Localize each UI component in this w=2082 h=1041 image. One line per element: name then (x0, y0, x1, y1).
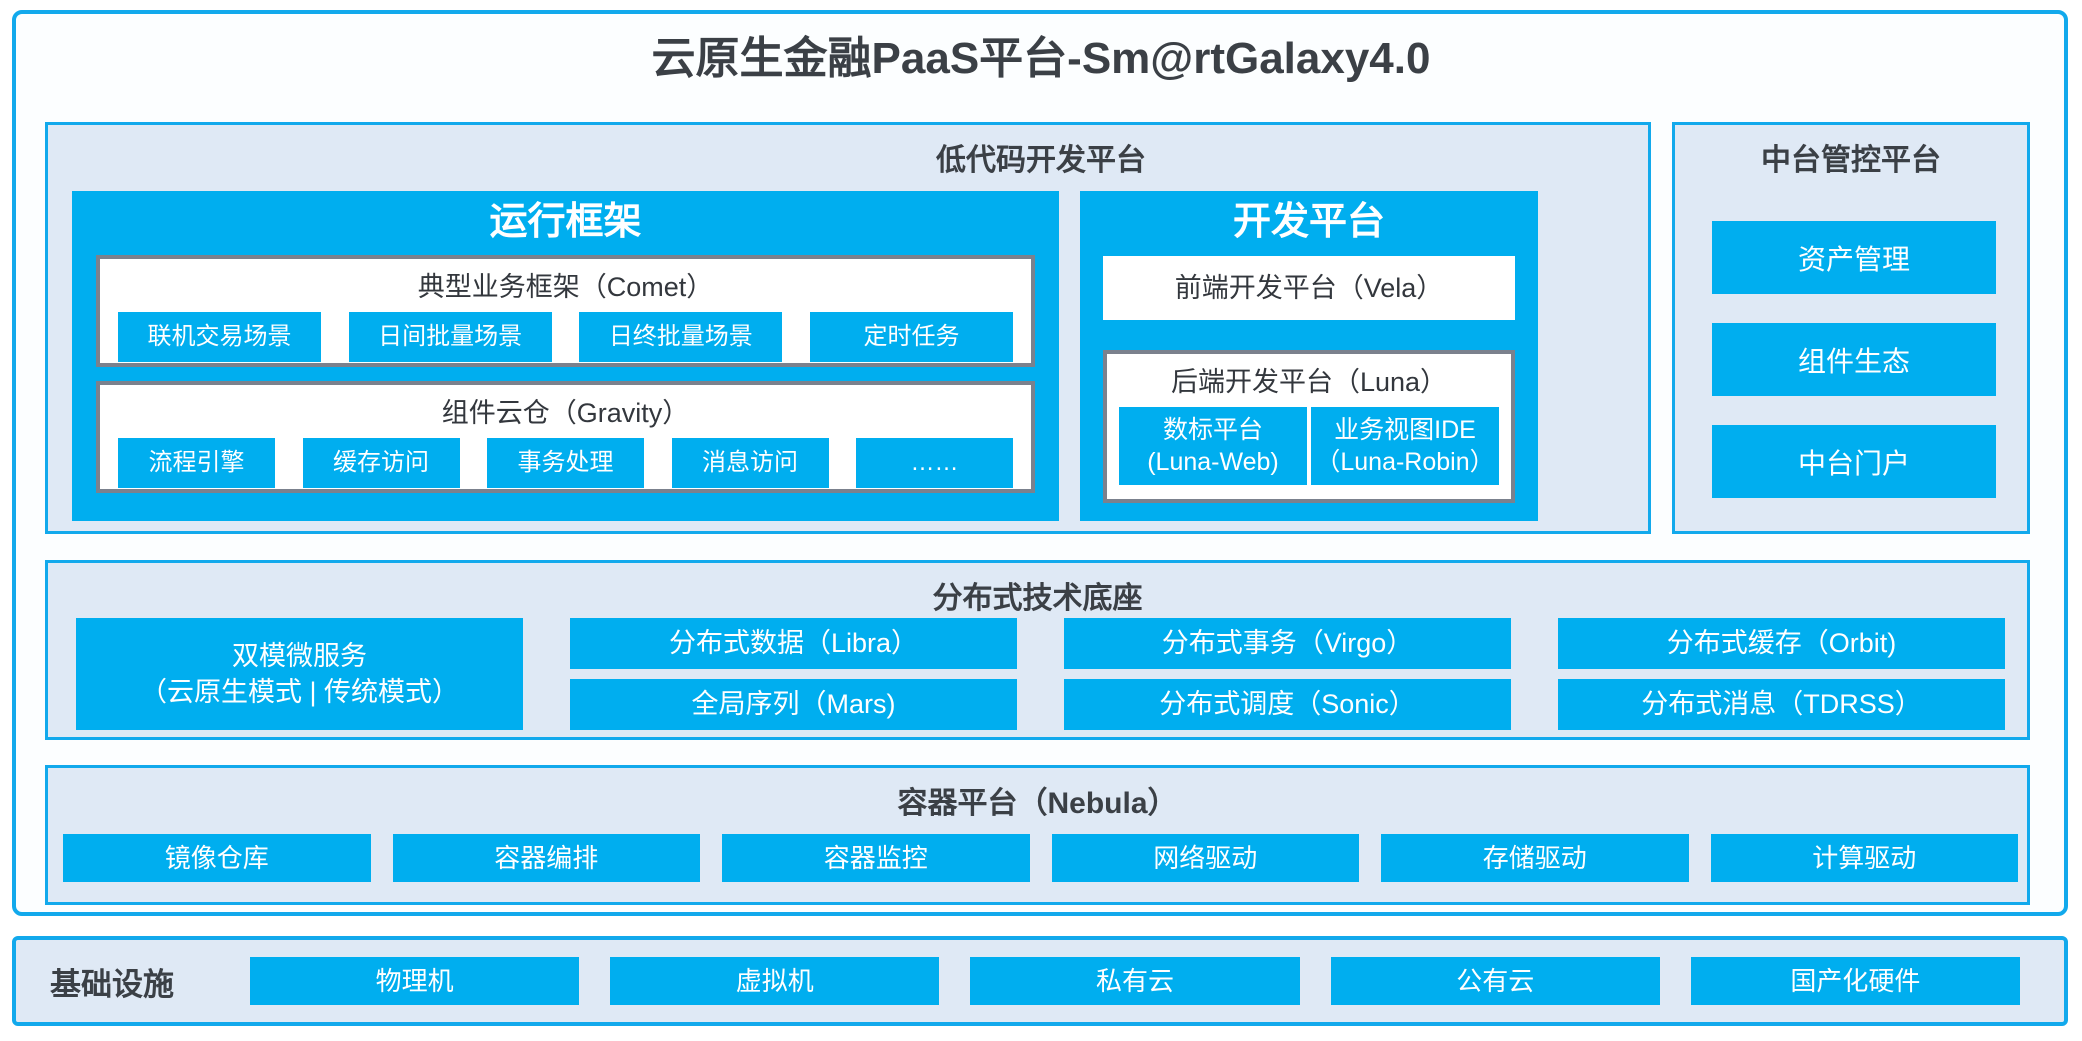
comet-title: 典型业务框架（Comet） (417, 272, 714, 302)
chip-distributed-transaction-virgo: 分布式事务（Virgo） (1064, 618, 1511, 669)
chip-luna-web: 数标平台 (Luna-Web) (1119, 407, 1307, 485)
chip-global-sequence-mars: 全局序列（Mars) (570, 679, 1017, 730)
section-lowcode-header: 低代码开发平台 (936, 144, 1146, 177)
runtime-framework-header: 运行框架 (489, 201, 642, 243)
chip-network-driver: 网络驱动 (1051, 834, 1359, 882)
page-title: 云原生金融PaaS平台-Sm@rtGalaxy4.0 (651, 34, 1431, 83)
chip-image-registry: 镜像仓库 (63, 834, 371, 882)
chip-container-orchestration: 容器编排 (392, 834, 700, 882)
chip-asset-management: 资产管理 (1712, 221, 1996, 294)
luna-title: 后端开发平台（Luna） (1170, 367, 1448, 397)
vela-frontend-box: 前端开发平台（Vela） (1103, 256, 1515, 320)
chip-distributed-scheduling-sonic: 分布式调度（Sonic） (1064, 679, 1511, 730)
chip-physical-machine: 物理机 (250, 957, 580, 1005)
dev-platform-header: 开发平台 (1232, 201, 1385, 243)
chip-container-monitoring: 容器监控 (722, 834, 1030, 882)
container-chip-row: 镜像仓库 容器编排 容器监控 网络驱动 存储驱动 计算驱动 (63, 834, 2018, 882)
distributed-base-header: 分布式技术底座 (932, 582, 1143, 615)
chip-cache-access: 缓存访问 (302, 438, 460, 488)
chip-dual-mode-microservice: 双模微服务 （云原生模式 | 传统模式） (76, 618, 523, 730)
gravity-chip-row: 流程引擎 缓存访问 事务处理 消息访问 …… (100, 438, 1031, 488)
chip-storage-driver: 存储驱动 (1381, 834, 1689, 882)
chip-private-cloud: 私有云 (970, 957, 1300, 1005)
distributed-col-2: 分布式事务（Virgo） 分布式调度（Sonic） (1064, 618, 1511, 730)
luna-chip-row: 数标平台 (Luna-Web) 业务视图IDE （Luna-Robin） (1107, 407, 1511, 485)
chip-ellipsis: …… (856, 438, 1013, 488)
distributed-row: 双模微服务 （云原生模式 | 传统模式） 分布式数据（Libra） 全局序列（M… (76, 618, 2005, 730)
chip-component-ecosystem: 组件生态 (1712, 323, 1996, 396)
luna-backend-box: 后端开发平台（Luna） 数标平台 (Luna-Web) 业务视图IDE （Lu… (1103, 350, 1515, 503)
chip-transaction-processing: 事务处理 (487, 438, 644, 488)
infrastructure-label: 基础设施 (50, 966, 174, 1002)
comet-chip-row: 联机交易场景 日间批量场景 日终批量场景 定时任务 (100, 312, 1031, 362)
dev-platform-box: 开发平台 前端开发平台（Vela） 后端开发平台（Luna） 数标平台 (Lun… (1080, 191, 1538, 521)
dual-mode-line2: （云原生模式 | 传统模式） (139, 677, 460, 707)
chip-luna-robin-sub: （Luna-Robin） (1315, 448, 1495, 476)
section-infrastructure: 基础设施 物理机 虚拟机 私有云 公有云 国产化硬件 (12, 936, 2068, 1026)
chip-distributed-message-tdrss: 分布式消息（TDRSS） (1558, 679, 2005, 730)
chip-distributed-cache-orbit: 分布式缓存（Orbit) (1558, 618, 2005, 669)
chip-luna-robin-label: 业务视图IDE (1334, 416, 1476, 444)
comet-framework-box: 典型业务框架（Comet） 联机交易场景 日间批量场景 日终批量场景 定时任务 (96, 255, 1035, 367)
chip-domestic-hardware: 国产化硬件 (1690, 957, 2021, 1005)
section-lowcode-platform: 低代码开发平台 运行框架 典型业务框架（Comet） 联机交易场景 日间批量场景… (45, 122, 1651, 534)
gravity-title: 组件云仓（Gravity） (441, 398, 690, 428)
chip-luna-web-label: 数标平台 (1162, 416, 1263, 444)
chip-public-cloud: 公有云 (1330, 957, 1660, 1005)
runtime-framework-box: 运行框架 典型业务框架（Comet） 联机交易场景 日间批量场景 日终批量场景 … (72, 191, 1059, 521)
container-platform-header: 容器平台（Nebula） (897, 787, 1178, 820)
chip-endofday-batch: 日终批量场景 (579, 312, 783, 362)
dual-mode-line1: 双模微服务 (232, 640, 367, 671)
chip-luna-web-sub: (Luna-Web) (1147, 448, 1279, 476)
mid-control-header: 中台管控平台 (1761, 144, 1941, 177)
gravity-warehouse-box: 组件云仓（Gravity） 流程引擎 缓存访问 事务处理 消息访问 …… (96, 381, 1035, 493)
chip-mid-portal: 中台门户 (1712, 425, 1996, 498)
section-distributed-base: 分布式技术底座 双模微服务 （云原生模式 | 传统模式） 分布式数据（Libra… (45, 560, 2030, 740)
chip-luna-robin: 业务视图IDE （Luna-Robin） (1311, 407, 1499, 485)
chip-scheduled-task: 定时任务 (809, 312, 1013, 362)
chip-daytime-batch: 日间批量场景 (348, 312, 552, 362)
chip-message-access: 消息访问 (671, 438, 829, 488)
section-mid-control-platform: 中台管控平台 资产管理 组件生态 中台门户 (1672, 122, 2030, 534)
chip-online-trade: 联机交易场景 (118, 312, 321, 362)
chip-distributed-data-libra: 分布式数据（Libra） (570, 618, 1017, 669)
chip-process-engine: 流程引擎 (118, 438, 275, 488)
distributed-col-3: 分布式缓存（Orbit) 分布式消息（TDRSS） (1558, 618, 2005, 730)
chip-virtual-machine: 虚拟机 (610, 957, 940, 1005)
chip-compute-driver: 计算驱动 (1710, 834, 2018, 882)
distributed-col-1: 分布式数据（Libra） 全局序列（Mars) (570, 618, 1017, 730)
section-container-platform: 容器平台（Nebula） 镜像仓库 容器编排 容器监控 网络驱动 存储驱动 计算… (45, 765, 2030, 905)
